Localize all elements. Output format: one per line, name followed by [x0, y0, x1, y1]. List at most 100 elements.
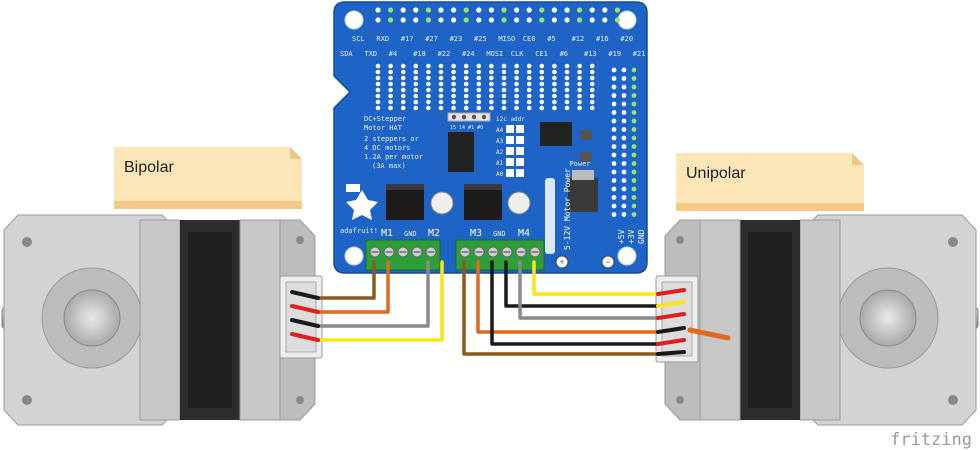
header-pin-label: MISO	[498, 35, 515, 43]
motor-body-band	[699, 219, 741, 421]
rail-hole	[631, 161, 637, 166]
proto-hole	[501, 63, 507, 69]
rail-hole	[631, 169, 637, 175]
rail-hole	[621, 212, 627, 217]
motor-label-m2: M2	[428, 228, 440, 239]
fritzing-brand: fritzing	[890, 430, 972, 450]
motor-body-band	[239, 219, 281, 421]
proto-hole	[476, 93, 482, 99]
rail-hole	[621, 84, 627, 90]
rail-hole	[621, 186, 627, 192]
proto-hole	[451, 99, 456, 105]
chip-leads	[464, 184, 502, 190]
proto-hole	[375, 69, 381, 75]
rail-hole	[611, 84, 617, 90]
proto-hole	[438, 105, 444, 111]
addr-pad	[506, 125, 514, 133]
proto-hole	[413, 87, 419, 93]
rail-hole	[611, 186, 617, 192]
proto-hole	[577, 87, 582, 93]
gpio-pin	[526, 7, 532, 13]
rail-hole	[611, 203, 617, 209]
proto-hole	[463, 87, 469, 93]
rail-label-gnd: GND	[637, 229, 646, 244]
proto-hole	[489, 69, 494, 75]
proto-hole	[426, 81, 431, 87]
gpio-pin	[602, 7, 608, 13]
gpio-pin	[539, 17, 545, 23]
proto-hole	[438, 93, 444, 99]
note-paper	[676, 153, 864, 205]
proto-hole	[451, 105, 456, 111]
proto-hole	[589, 63, 595, 69]
header-pin-label: SCL	[352, 35, 365, 43]
gpio-pin	[463, 17, 469, 23]
rail-hole	[621, 195, 627, 200]
proto-hole	[514, 93, 519, 99]
header-pin-label: RXD	[376, 35, 389, 43]
proto-hole	[476, 75, 482, 81]
header-pin-label: #23	[450, 35, 463, 43]
addr-pad	[506, 136, 514, 144]
proto-hole	[388, 87, 393, 93]
logo-text: adafruit!	[340, 227, 378, 235]
proto-hole	[400, 81, 406, 87]
rail-hole	[621, 161, 627, 166]
rail-hole	[611, 144, 617, 149]
rail-hole	[611, 212, 617, 217]
proto-hole	[489, 105, 494, 111]
rail-hole	[631, 118, 637, 124]
proto-hole	[577, 69, 582, 75]
motor-label-gnd: GND	[404, 230, 417, 238]
terminal-blocks	[365, 239, 545, 271]
proto-hole	[539, 63, 545, 69]
rail-hole	[631, 195, 637, 200]
gpio-pin	[375, 7, 381, 13]
rail-hole	[631, 178, 637, 183]
lead-black	[656, 350, 686, 356]
rail-hole	[631, 110, 637, 115]
gpio-pin	[589, 17, 595, 23]
chip-leads	[386, 184, 424, 190]
motor-label-m4: M4	[518, 228, 530, 239]
rail-hole	[621, 152, 627, 158]
addr-pad	[516, 125, 524, 133]
rail-label-5v: +5V	[617, 229, 626, 244]
proto-hole	[438, 75, 444, 81]
rail-hole	[611, 178, 617, 183]
proto-hole	[589, 105, 595, 111]
rail-hole	[631, 152, 637, 158]
proto-hole	[514, 87, 519, 93]
proto-hole	[388, 93, 393, 99]
proto-hole	[526, 75, 532, 81]
gpio-pin	[425, 17, 431, 23]
rail-hole	[621, 76, 627, 81]
addr-pin-label: A1	[496, 160, 504, 167]
gpio-pin	[577, 7, 583, 13]
wire-unipolar-4	[504, 260, 660, 308]
rail-hole	[621, 101, 627, 107]
rail-hole	[611, 195, 617, 200]
header-pin-label: #24	[462, 50, 475, 58]
proto-hole	[489, 87, 494, 93]
proto-hole	[451, 81, 456, 87]
gpio-pin	[388, 17, 394, 23]
proto-hole	[375, 75, 381, 81]
proto-hole	[451, 93, 456, 99]
proto-hole	[577, 81, 582, 87]
proto-hole	[501, 87, 507, 93]
addr-pin-label: A2	[496, 149, 504, 156]
proto-hole	[426, 105, 431, 111]
header-pin-label: #12	[572, 35, 585, 43]
proto-hole	[501, 81, 507, 87]
wire-unipolar-1	[462, 260, 660, 356]
proto-hole	[577, 75, 582, 81]
proto-hole	[413, 63, 419, 69]
proto-hole	[564, 63, 570, 69]
power-label: 5-12V Motor Power	[563, 168, 572, 250]
addr-pad	[516, 136, 524, 144]
motor-hub	[63, 289, 121, 347]
proto-hole	[388, 75, 393, 81]
proto-hole	[463, 93, 469, 99]
